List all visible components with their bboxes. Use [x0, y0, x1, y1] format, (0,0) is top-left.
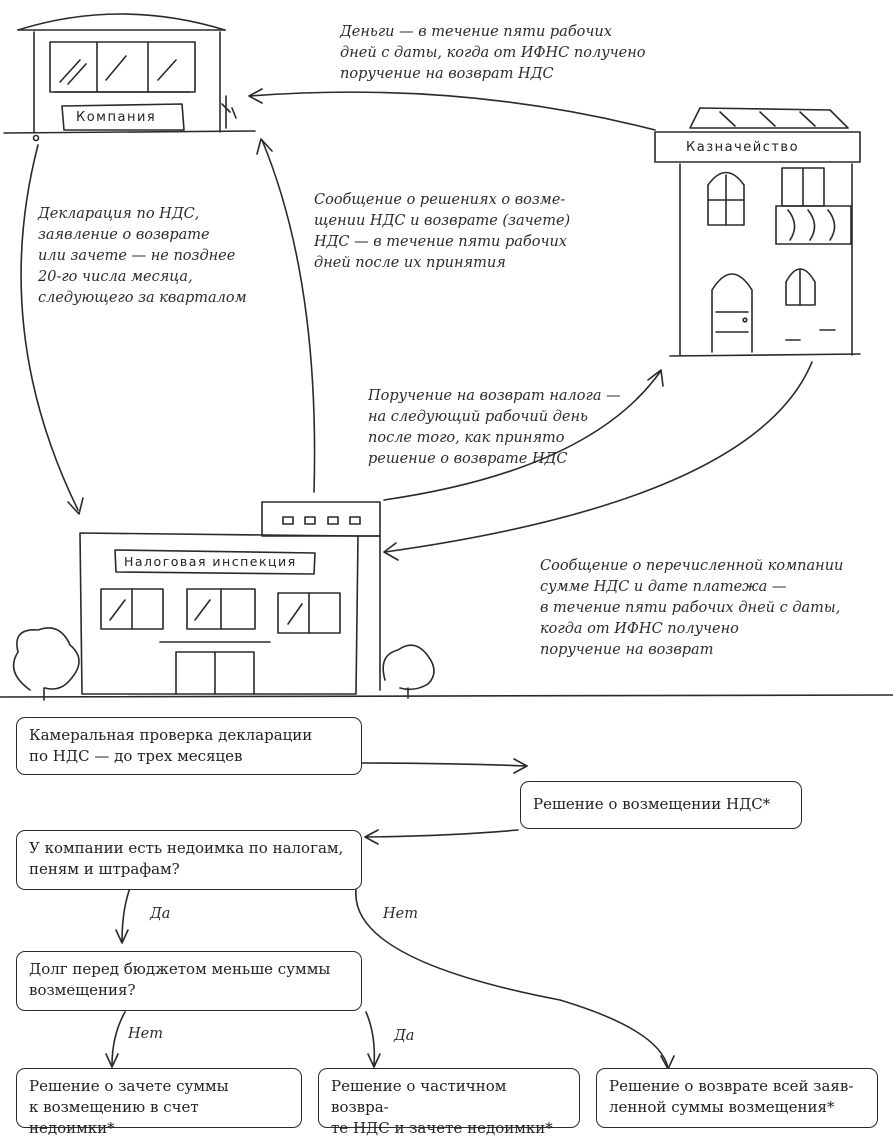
treasury-sign: Казначейство — [686, 140, 800, 155]
note-declaration: Декларация по НДС, заявление о возврате … — [38, 206, 247, 306]
note-decisions-message: Сообщение о решениях о возме- щении НДС … — [314, 192, 571, 271]
branch-label-yes-debt: Да — [394, 1028, 415, 1044]
treasury-building-illustration — [654, 107, 861, 357]
inspection-sign: Налоговая инспекция — [124, 554, 297, 569]
company-building-illustration — [3, 13, 256, 142]
flowchart-connectors — [105, 758, 675, 1070]
flow-arrows — [20, 88, 813, 561]
flow-box-audit: Камеральная проверка декларации по НДС —… — [16, 717, 362, 775]
note-transfer-message: Сообщение о перечисленной компании сумме… — [540, 558, 844, 658]
note-money-transfer: Деньги — в течение пяти рабочих дней с д… — [340, 24, 646, 82]
note-return-order: Поручение на возврат налога — на следующ… — [368, 388, 621, 467]
company-sign: Компания — [76, 110, 157, 125]
flow-box-partial-return-decision: Решение о частичном возвра- те НДС и зач… — [318, 1068, 580, 1137]
flow-box-arrears-question: У компании есть недоимка по налогам, пен… — [16, 830, 362, 890]
flow-box-debt-question: Долг перед бюджетом меньше суммы возмеще… — [16, 951, 362, 1011]
flow-box-reimbursement-decision: Решение о возмещении НДС* — [520, 781, 802, 829]
flow-box-full-return-decision: Решение о возврате всей заяв- ленной сум… — [596, 1068, 878, 1128]
branch-label-no-debt: Нет — [128, 1026, 163, 1042]
flow-box-offset-decision: Решение о зачете суммы к возмещению в сч… — [16, 1068, 302, 1137]
inspection-building-illustration — [0, 501, 893, 701]
branch-label-no-arrears: Нет — [383, 906, 418, 922]
branch-label-yes-arrears: Да — [150, 906, 171, 922]
